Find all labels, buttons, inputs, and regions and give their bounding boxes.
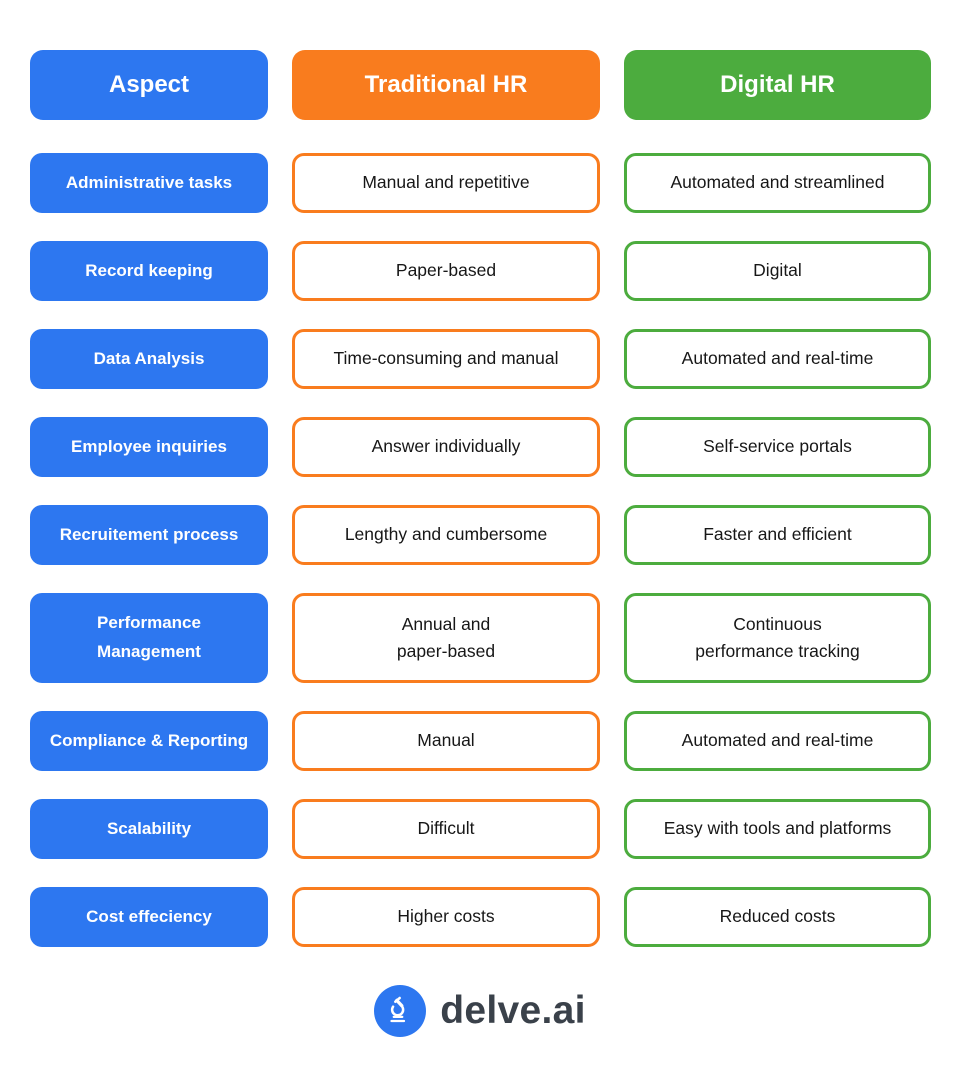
digital-hr-cell: Faster and efficient: [624, 505, 931, 565]
aspect-cell: Performance Management: [30, 593, 268, 683]
aspect-cell: Record keeping: [30, 241, 268, 301]
header-aspect: Aspect: [30, 50, 268, 120]
table-body: Administrative tasks Manual and repetiti…: [30, 153, 931, 947]
table-row: Employee inquiries Answer individually S…: [30, 417, 931, 477]
aspect-cell: Recruitement process: [30, 505, 268, 565]
digital-hr-cell: Automated and real-time: [624, 711, 931, 771]
table-row: Data Analysis Time-consuming and manual …: [30, 329, 931, 389]
digital-hr-cell: Continuous performance tracking: [624, 593, 931, 683]
traditional-hr-cell: Answer individually: [292, 417, 600, 477]
digital-hr-cell: Automated and real-time: [624, 329, 931, 389]
logo-text: delve.ai: [440, 989, 586, 1032]
table-row: Performance Management Annual and paper-…: [30, 593, 931, 683]
traditional-hr-cell: Manual: [292, 711, 600, 771]
aspect-cell: Compliance & Reporting: [30, 711, 268, 771]
traditional-hr-cell: Annual and paper-based: [292, 593, 600, 683]
aspect-cell: Administrative tasks: [30, 153, 268, 213]
table-row: Cost effeciency Higher costs Reduced cos…: [30, 887, 931, 947]
aspect-cell: Employee inquiries: [30, 417, 268, 477]
digital-hr-cell: Digital: [624, 241, 931, 301]
digital-hr-cell: Easy with tools and platforms: [624, 799, 931, 859]
header-digital-hr: Digital HR: [624, 50, 931, 120]
aspect-cell: Cost effeciency: [30, 887, 268, 947]
traditional-hr-cell: Lengthy and cumbersome: [292, 505, 600, 565]
delve-logo: delve.ai: [0, 984, 960, 1038]
digital-hr-cell: Self-service portals: [624, 417, 931, 477]
aspect-cell: Data Analysis: [30, 329, 268, 389]
traditional-hr-cell: Paper-based: [292, 241, 600, 301]
table-row: Administrative tasks Manual and repetiti…: [30, 153, 931, 213]
aspect-cell: Scalability: [30, 799, 268, 859]
digital-hr-cell: Automated and streamlined: [624, 153, 931, 213]
comparison-table: Aspect Traditional HR Digital HR Adminis…: [30, 50, 931, 947]
traditional-hr-cell: Higher costs: [292, 887, 600, 947]
header-row: Aspect Traditional HR Digital HR: [30, 50, 931, 120]
traditional-hr-cell: Difficult: [292, 799, 600, 859]
table-row: Compliance & Reporting Manual Automated …: [30, 711, 931, 771]
traditional-hr-cell: Time-consuming and manual: [292, 329, 600, 389]
microscope-icon: [390, 996, 406, 1023]
digital-hr-cell: Reduced costs: [624, 887, 931, 947]
header-traditional-hr: Traditional HR: [292, 50, 600, 120]
table-row: Scalability Difficult Easy with tools an…: [30, 799, 931, 859]
logo-mark: [374, 985, 427, 1037]
table-row: Record keeping Paper-based Digital: [30, 241, 931, 301]
traditional-hr-cell: Manual and repetitive: [292, 153, 600, 213]
table-row: Recruitement process Lengthy and cumbers…: [30, 505, 931, 565]
